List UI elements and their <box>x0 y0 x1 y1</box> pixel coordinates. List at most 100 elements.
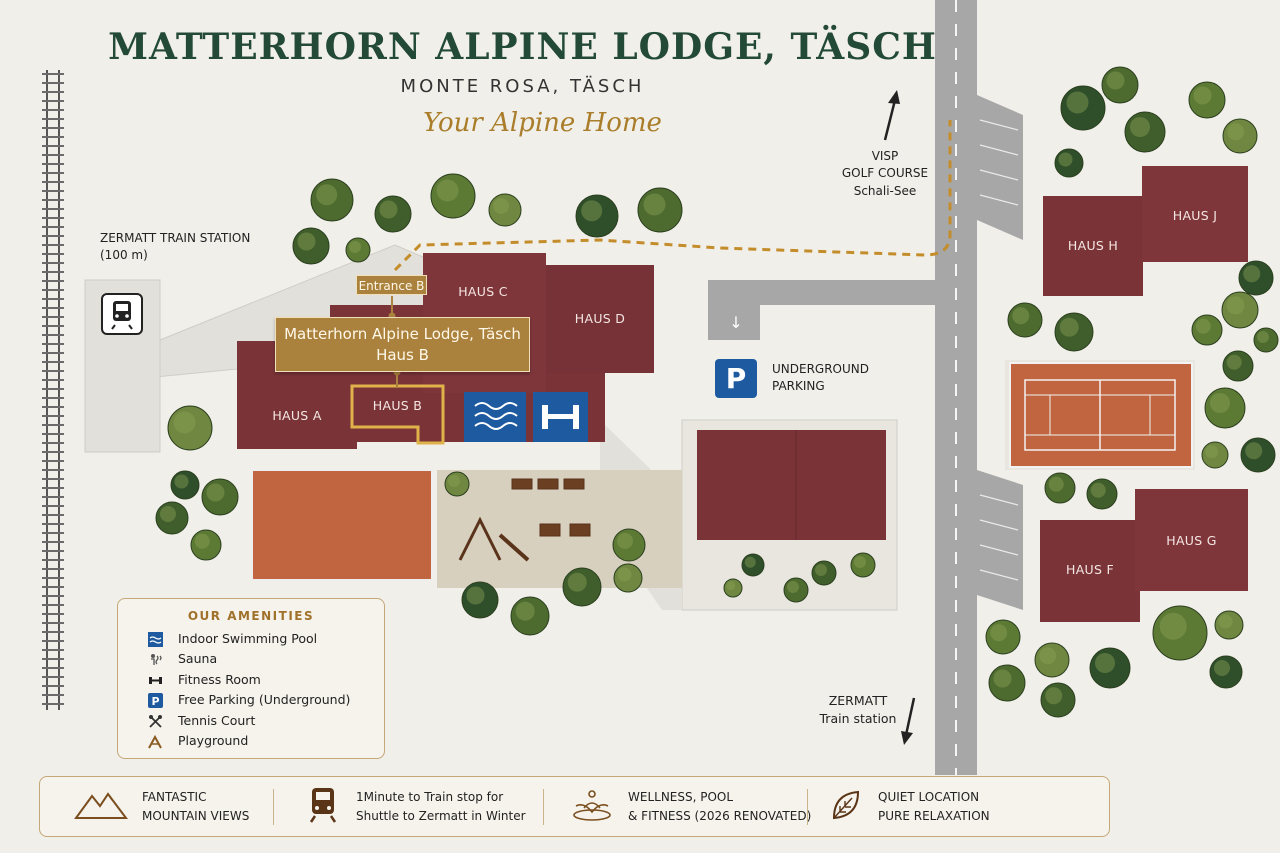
walking-route <box>393 120 952 272</box>
tree <box>1214 610 1244 640</box>
tree <box>345 237 371 263</box>
tennis-court <box>1009 362 1193 468</box>
tree-highlight <box>206 483 225 502</box>
tree-highlight <box>617 533 633 549</box>
haus-a-label: HAUS A <box>272 408 322 423</box>
parking-lines <box>979 119 1019 581</box>
haus-b-highlight <box>350 384 445 445</box>
tree <box>723 578 743 598</box>
zermatt-station-label: ZERMATT TRAIN STATION (100 m) <box>100 230 250 265</box>
tree-highlight <box>726 581 736 591</box>
tree-highlight <box>1095 653 1115 673</box>
train-icon <box>308 786 338 828</box>
tree <box>575 194 619 238</box>
playground-icon <box>148 734 163 749</box>
tree-highlight <box>787 581 799 593</box>
tree-highlight <box>990 624 1008 642</box>
tree-highlight <box>1245 442 1263 460</box>
tennis-icon <box>148 714 163 729</box>
amenity-label: Indoor Swimming Pool <box>178 631 318 646</box>
tree-highlight <box>194 533 210 549</box>
down-arrow-icon: ↓ <box>729 313 742 332</box>
amenities-title: OUR AMENITIES <box>187 609 315 623</box>
trees <box>155 66 1279 718</box>
tree <box>1253 327 1279 353</box>
tree <box>510 596 550 636</box>
tree <box>1054 148 1084 178</box>
dumbbell-icon <box>148 673 163 688</box>
tree <box>488 193 522 227</box>
tree <box>1152 605 1208 661</box>
tree <box>1086 478 1118 510</box>
garage-ramp <box>708 280 935 340</box>
tree-highlight <box>515 601 535 621</box>
tree <box>170 470 200 500</box>
tree <box>1240 437 1276 473</box>
callout-haus-name: Haus B <box>376 346 429 364</box>
tree <box>1101 66 1139 104</box>
tree <box>783 577 809 603</box>
tree <box>811 560 837 586</box>
tree-highlight <box>173 411 196 434</box>
roof-haus-d <box>546 265 654 373</box>
leaf-icon <box>830 788 862 826</box>
amenities-list: Indoor Swimming Pool Sauna Fitness Room … <box>148 629 350 751</box>
tree-highlight <box>1048 476 1064 492</box>
haus-b-label: HAUS B <box>372 398 423 413</box>
feature-line: Shuttle to Zermatt in Winter <box>356 808 526 823</box>
tree-highlight <box>815 564 827 576</box>
zermatt-station-name: ZERMATT TRAIN STATION <box>100 231 251 245</box>
tree-highlight <box>174 474 189 489</box>
tree <box>1238 260 1274 296</box>
tree-highlight <box>379 200 398 219</box>
tree-highlight <box>1159 612 1187 640</box>
visp-label: VISP <box>871 149 899 163</box>
tree <box>1222 350 1254 382</box>
fitness-tile-icon <box>533 392 588 442</box>
tree-highlight <box>1218 614 1233 629</box>
tree-highlight <box>493 198 509 214</box>
tree-highlight <box>1227 123 1245 141</box>
amenity-item: Playground <box>148 731 350 751</box>
tree <box>562 567 602 607</box>
tree <box>612 528 646 562</box>
feature-text: FANTASTIC MOUNTAIN VIEWS <box>142 788 249 826</box>
page-subtitle: MONTE ROSA, TÄSCH <box>400 76 645 97</box>
tree-highlight <box>1059 317 1079 337</box>
tree <box>1044 472 1076 504</box>
amenity-item: Tennis Court <box>148 711 350 731</box>
parking-icon: P <box>715 359 757 398</box>
feature-line: MOUNTAIN VIEWS <box>142 808 250 823</box>
tree-highlight <box>1243 265 1261 283</box>
roof-haus-h <box>1043 196 1143 296</box>
feature-line: FANTASTIC <box>142 789 207 804</box>
tree-highlight <box>617 567 632 582</box>
tree-highlight <box>993 669 1012 688</box>
arrow-south-icon <box>901 697 916 745</box>
tree <box>1222 118 1258 154</box>
amenity-label: Tennis Court <box>178 712 256 728</box>
tree-highlight <box>316 184 338 206</box>
callout-lodge-name: Matterhorn Alpine Lodge, Täsch <box>284 325 521 343</box>
tree <box>988 664 1026 702</box>
tree <box>1221 291 1259 329</box>
tree <box>1089 647 1131 689</box>
mountain-icon <box>74 788 128 826</box>
tree <box>1191 314 1223 346</box>
tree <box>1201 441 1229 469</box>
tree <box>444 471 470 497</box>
tree-highlight <box>1090 482 1106 498</box>
amenity-label: Sauna <box>178 651 218 667</box>
roof-haus-j <box>1142 166 1248 262</box>
feature-wellness: WELLNESS, POOL & FITNESS (2026 RENOVATED) <box>570 777 811 836</box>
tree <box>850 552 876 578</box>
feature-line: & FITNESS (2026 RENOVATED) <box>628 808 812 823</box>
tree-highlight <box>1195 318 1211 334</box>
feature-line: WELLNESS, POOL <box>628 789 734 804</box>
feature-line: QUIET LOCATION <box>878 789 980 804</box>
amenity-label: Fitness Room <box>178 671 261 687</box>
tree-highlight <box>854 556 866 568</box>
tree-highlight <box>567 572 587 592</box>
